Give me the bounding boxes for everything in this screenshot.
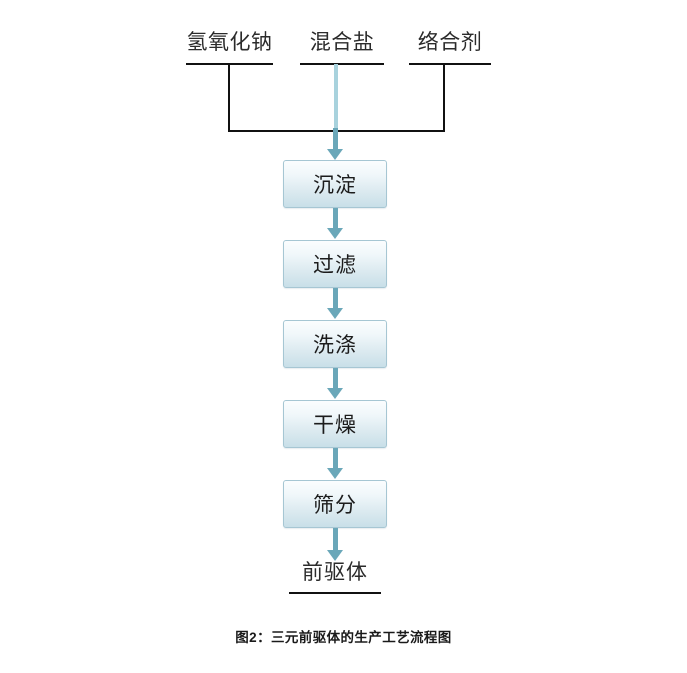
flow-arrowhead-inlet: [327, 149, 343, 160]
process-step-drying[interactable]: 干燥: [283, 400, 387, 448]
process-step-label: 洗涤: [313, 334, 357, 357]
process-step-filtration[interactable]: 过滤: [283, 240, 387, 288]
flow-arrowhead-1: [327, 228, 343, 239]
input-label-sodium-hydroxide: 氢氧化钠: [186, 31, 273, 54]
process-step-label: 筛分: [313, 494, 357, 517]
process-step-washing[interactable]: 洗涤: [283, 320, 387, 368]
input-rule-sodium-hydroxide: [186, 63, 273, 65]
flow-line-1: [333, 208, 338, 229]
flow-line-outlet: [333, 528, 338, 551]
process-step-sieving[interactable]: 筛分: [283, 480, 387, 528]
flow-arrowhead-3: [327, 388, 343, 399]
flow-arrowhead-2: [327, 308, 343, 319]
bracket-stem-left: [228, 65, 230, 132]
input-rule-complexing-agent: [409, 63, 491, 65]
input-label-complexing-agent: 络合剂: [417, 31, 483, 54]
feed-line-mixed-salt: [334, 64, 338, 130]
output-label-precursor: 前驱体: [302, 561, 368, 584]
figure-caption: 图2：三元前驱体的生产工艺流程图: [235, 630, 452, 645]
process-step-label: 干燥: [313, 414, 357, 437]
flow-line-4: [333, 448, 338, 469]
process-step-label: 沉淀: [313, 174, 357, 197]
flow-line-2: [333, 288, 338, 309]
flow-arrowhead-4: [327, 468, 343, 479]
flow-arrowhead-outlet: [327, 550, 343, 561]
input-rule-mixed-salt: [300, 63, 384, 65]
bracket-stem-right: [443, 65, 445, 132]
process-step-precipitation[interactable]: 沉淀: [283, 160, 387, 208]
input-label-mixed-salt: 混合盐: [309, 31, 375, 54]
flow-line-inlet: [333, 128, 338, 150]
flow-line-3: [333, 368, 338, 389]
process-step-label: 过滤: [313, 254, 357, 277]
output-rule-precursor: [289, 592, 381, 594]
